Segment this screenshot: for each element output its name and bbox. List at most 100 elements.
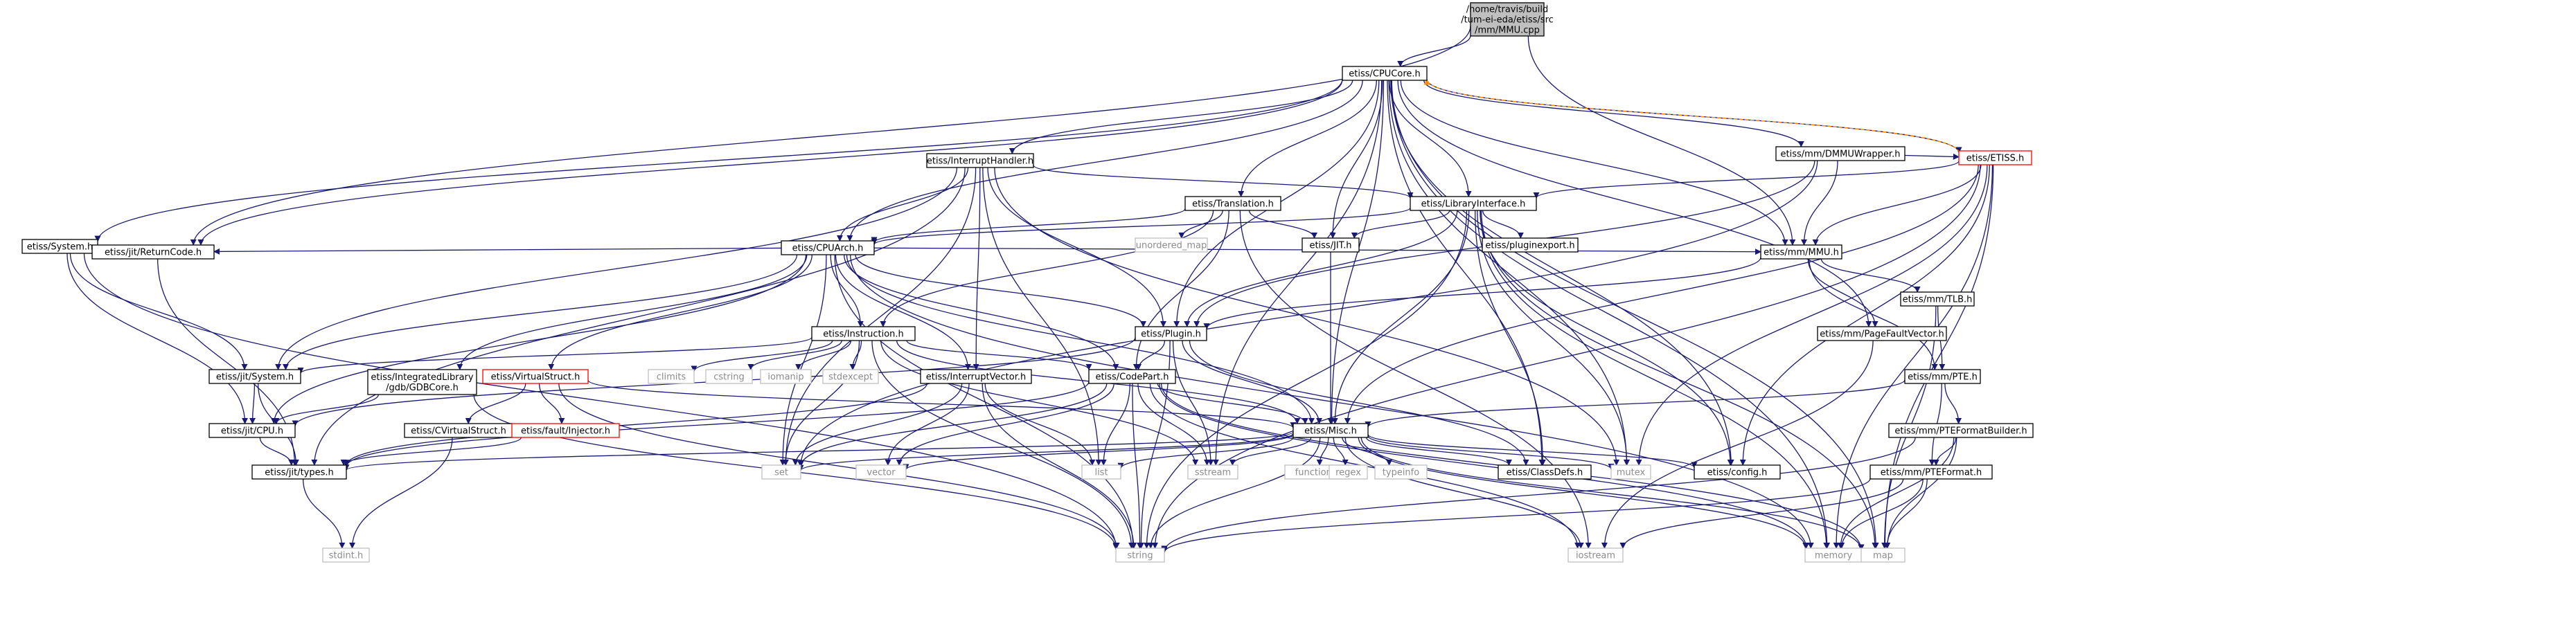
node-instruction[interactable]: etiss/Instruction.h [811,326,916,341]
node-jitsystem[interactable]: etiss/jit/System.h [208,369,301,384]
node-label-stdexcept: stdexcept [828,372,873,383]
edge-cpucore-to-mutex [1388,80,1630,466]
node-label-unorderedmap: unordered_map [1136,241,1207,251]
node-box-instruction [811,326,916,341]
edge-cpucore-to-returncode [197,79,1343,246]
edge-mmu-to-plugin [1203,257,1761,330]
node-system[interactable]: etiss/System.h [21,239,98,254]
node-box-unorderedmap [1135,237,1208,253]
node-tlb[interactable]: etiss/mm/TLB.h [1900,291,1975,307]
node-translation[interactable]: etiss/Translation.h [1184,196,1281,211]
edge-cpucore-to-classdefs [1387,80,1545,466]
edge-misc-to-classdefs [1365,437,1512,466]
node-label-functional: functional [1295,468,1340,478]
edge-cpuarch-to-returncode [213,247,782,255]
node-box-stdint [322,547,370,563]
edge-instruction-to-jitsystem [297,336,812,374]
edge-inthandler-to-cpuarch [836,167,969,242]
node-sstream: sstream [1187,464,1238,480]
node-faultinj[interactable]: etiss/fault/Injector.h [511,423,620,438]
node-plugin[interactable]: etiss/Plugin.h [1135,326,1207,341]
node-libiface[interactable]: etiss/LibraryInterface.h [1410,196,1537,211]
edge-ptebuilder-to-map [1884,437,1957,549]
edge-instruction-to-climits [691,340,833,372]
node-label-inthandler: etiss/InterruptHandler.h [927,156,1033,167]
node-label-cpucore: etiss/CPUCore.h [1349,69,1421,80]
edge-system-to-string [83,253,1119,549]
edge-misc-to-vector [903,433,1294,471]
edge-instruction-to-codepart [906,340,1092,370]
node-box-jittypes [251,464,347,480]
edge-etisshdr-to-config [1739,164,1990,466]
node-cvirtual[interactable]: etiss/CVirtualStruct.h [404,423,513,438]
node-pte[interactable]: etiss/mm/PTE.h [1904,369,1981,384]
node-label-iostream: iostream [1576,551,1615,561]
node-pteformat[interactable]: etiss/mm/PTEFormat.h [1869,464,1993,480]
node-root[interactable]: /home/travis/build/tum-ei-eda/etiss/src/… [1461,2,1554,37]
node-box-dmmuwrap [1775,146,1906,161]
node-cstring: cstring [705,369,753,384]
edge-libiface-to-string [1143,210,1468,549]
edge-codepart-to-jittypes [343,381,1090,468]
edge-codepart-to-sstream [1137,383,1211,466]
edge-intvector-to-jittypes [343,383,927,467]
edge-cpuarch-to-misc [846,254,1315,424]
node-box-climits [648,369,695,384]
node-label-classdefs: etiss/ClassDefs.h [1507,468,1583,478]
node-returncode[interactable]: etiss/jit/ReturnCode.h [91,244,215,260]
node-dmmuwrap[interactable]: etiss/mm/DMMUWrapper.h [1775,146,1906,161]
edge-translation-to-jit [1248,210,1318,239]
node-label-string: string [1127,551,1153,561]
node-label-jittypes: etiss/jit/types.h [265,468,334,478]
node-misc[interactable]: etiss/Misc.h [1293,423,1369,438]
node-jit[interactable]: etiss/JIT.h [1302,237,1360,253]
edge-codepart-to-set [797,383,1108,468]
node-jitcpu[interactable]: etiss/jit/CPU.h [208,423,296,438]
edge-inthandler-to-plugin [987,167,1167,327]
node-config[interactable]: etiss/config.h [1694,464,1781,480]
node-intvector[interactable]: etiss/InterruptVector.h [920,369,1032,384]
node-ptebuilder[interactable]: etiss/mm/PTEFormatBuilder.h [1888,423,2034,438]
node-label-typeinfo: typeinfo [1383,468,1419,478]
node-pagefault[interactable]: etiss/mm/PageFaultVector.h [1817,326,1947,341]
edge-libiface-to-pluginexport [1482,210,1524,239]
node-label-regex: regex [1335,468,1361,478]
node-label-config: etiss/config.h [1707,468,1768,478]
node-classdefs[interactable]: etiss/ClassDefs.h [1498,464,1592,480]
node-etisshdr[interactable]: etiss/ETISS.h [1958,150,2032,165]
node-pluginexport[interactable]: etiss/pluginexport.h [1482,237,1579,253]
node-codepart[interactable]: etiss/CodePart.h [1088,369,1176,384]
node-box-mmu [1760,244,1842,260]
edge-pteformat-to-string [1161,478,1871,554]
edge-translation-to-cpuarch [871,208,1186,244]
edge-libiface-to-misc [1331,210,1470,424]
edge-system-to-jitsystem [69,253,248,370]
node-gdbcore[interactable]: etiss/IntegratedLibrary/gdb/GDBCore.h [367,369,477,395]
edge-misc-to-string [1147,437,1321,549]
node-cpucore[interactable]: etiss/CPUCore.h [1342,66,1428,81]
edge-cpuarch-to-string [834,254,1137,549]
edge-system-to-jitcpu [66,253,249,424]
node-cpuarch[interactable]: etiss/CPUArch.h [781,240,875,255]
node-box-mutex [1610,464,1651,480]
node-mmu[interactable]: etiss/mm/MMU.h [1760,244,1842,260]
edge-plugin-to-classdefs [1189,340,1529,466]
edge-dmmuwrap-to-mmu [1800,160,1838,246]
edge-libiface-to-config [1480,210,1734,466]
node-virtualstruct[interactable]: etiss/VirtualStruct.h [482,369,589,384]
node-label-root: /home/travis/build [1466,5,1548,15]
node-inthandler[interactable]: etiss/InterruptHandler.h [926,153,1034,168]
node-label-tlb: etiss/mm/TLB.h [1903,295,1973,305]
node-regex: regex [1329,464,1368,480]
edge-codepart-to-list [1100,383,1130,466]
edge-cpuarch-to-virtualstruct [548,254,812,370]
edge-inthandler-to-set [782,167,977,466]
edge-libiface-to-memory [1480,210,1830,549]
edge-cpucore-to-pagefault [1397,80,1872,327]
node-box-vector [855,464,907,480]
node-jittypes[interactable]: etiss/jit/types.h [251,464,347,480]
node-box-config [1694,464,1781,480]
node-label-translation: etiss/Translation.h [1192,199,1274,210]
node-label-etisshdr: etiss/ETISS.h [1966,154,2025,164]
node-box-string [1115,547,1165,563]
